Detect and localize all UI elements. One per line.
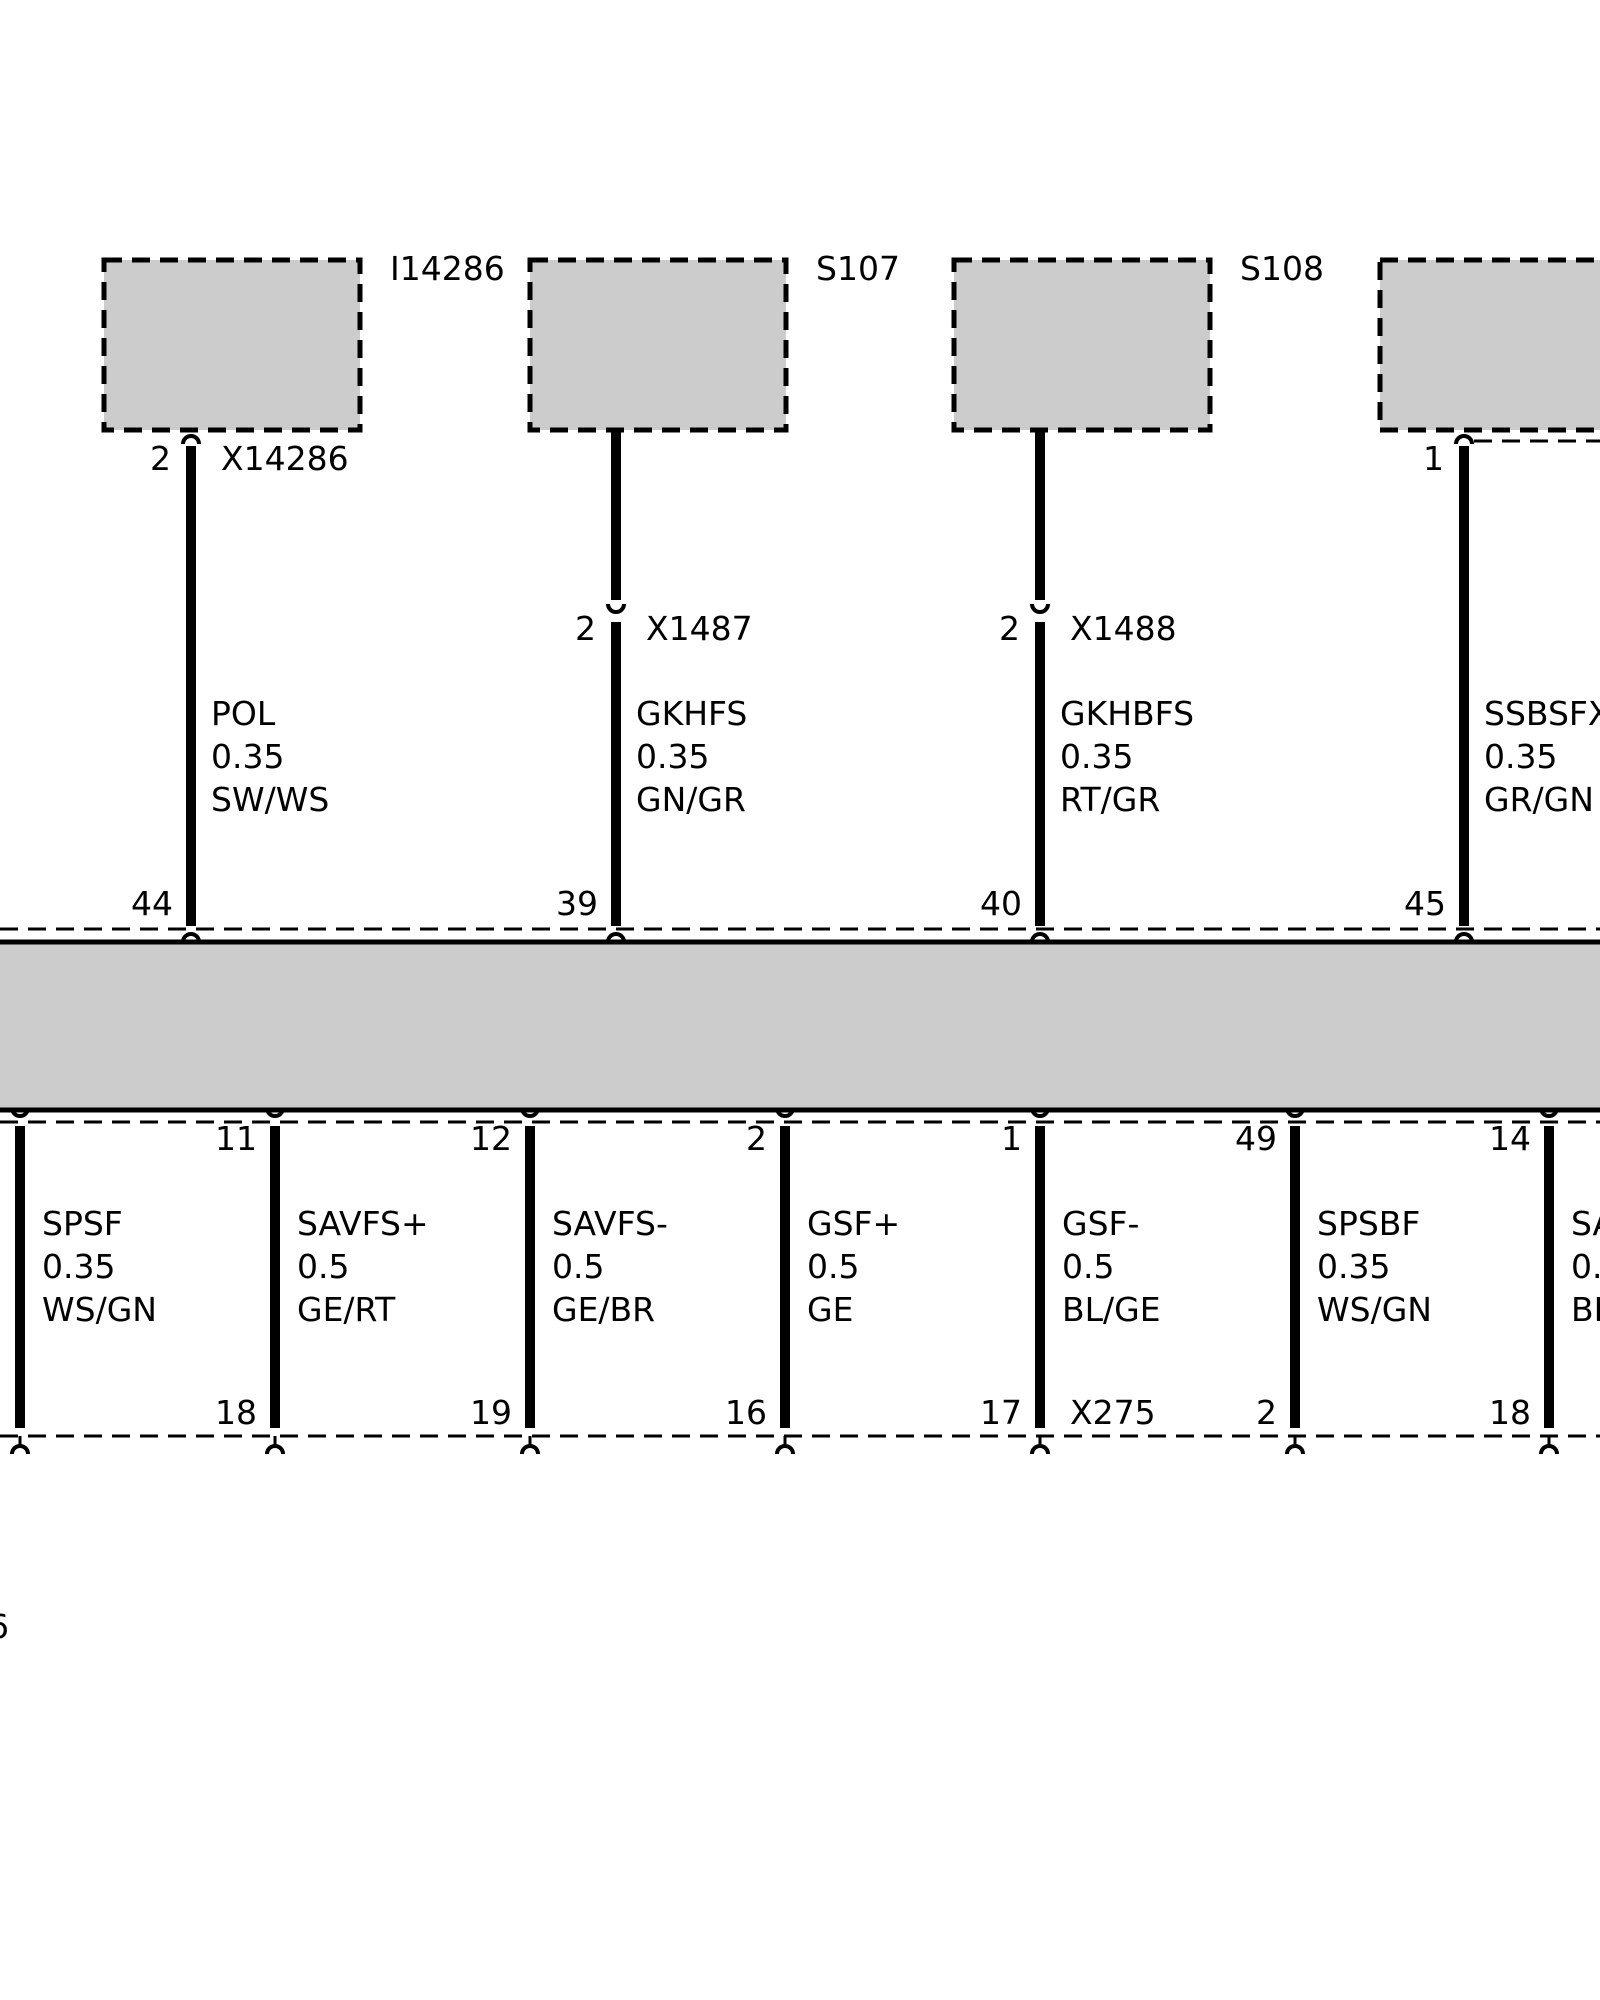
lower-connector-pin-mark (1539, 1444, 1559, 1455)
lower-connector-pin-mark (1030, 1444, 1050, 1455)
wire-name-label: SA (1571, 1204, 1600, 1243)
module-lower-pin-mark (1285, 1107, 1305, 1118)
component-box (1377, 257, 1600, 433)
wire-gauge-label: 0.35 (1317, 1247, 1390, 1286)
module-lower-pin-mark (10, 1107, 30, 1118)
lower-connector-pin-label: 18 (1489, 1393, 1531, 1432)
lower-connector-pin-label: 16 (725, 1393, 767, 1432)
component-id-label: I14286 (390, 249, 505, 288)
lower-connector-pin-label: 17 (980, 1393, 1022, 1432)
cropped-label: 6 (0, 1607, 9, 1646)
module-lower-pin-label: 14 (1489, 1119, 1531, 1158)
wire-name-label: GKHBFS (1060, 694, 1194, 733)
lower-connector-pin-label: 18 (215, 1393, 257, 1432)
component-pin-mark (181, 434, 201, 445)
wire-color-label: GR/GN (1484, 780, 1594, 819)
wire-gauge-label: 0. (1571, 1247, 1600, 1286)
module-pin-label: 40 (980, 884, 1022, 923)
wire-gauge-label: 0.35 (42, 1247, 115, 1286)
lower-connector-pin-label: 2 (1256, 1393, 1277, 1432)
wire-gauge-label: 0.35 (1484, 737, 1557, 776)
lower-connector-pin-label: 19 (470, 1393, 512, 1432)
wire-color-label: BL (1571, 1290, 1600, 1329)
inline-connector-label: X1487 (646, 609, 753, 648)
module-lower-pin-mark (265, 1107, 285, 1118)
wire-color-label: GE/RT (297, 1290, 396, 1329)
component-box (101, 257, 363, 433)
wire-color-label: BL/GE (1062, 1290, 1161, 1329)
module-pin-mark (181, 932, 201, 943)
wire-color-label: WS/GN (1317, 1290, 1432, 1329)
wire-color-label: WS/GN (42, 1290, 157, 1329)
module-lower-pin-label: 49 (1235, 1119, 1277, 1158)
wire-gauge-label: 0.5 (1062, 1247, 1114, 1286)
inline-connector-label: X1488 (1070, 609, 1177, 648)
module-lower-pin-mark (1030, 1107, 1050, 1118)
wire-gauge-label: 0.35 (636, 737, 709, 776)
lower-connector-pin-mark (775, 1444, 795, 1455)
wire-name-label: POL (211, 694, 276, 733)
lower-connector-label: X275 (1070, 1393, 1156, 1432)
wire-name-label: SAVFS- (552, 1204, 668, 1243)
lower-connector-pin-mark (1285, 1444, 1305, 1455)
wire-gauge-label: 0.35 (1060, 737, 1133, 776)
component-pin-label: 2 (150, 439, 171, 478)
component-pin-mark (1454, 434, 1474, 445)
inline-connector-pin-label: 2 (999, 609, 1020, 648)
module-lower-pin-mark (1539, 1107, 1559, 1118)
wire-color-label: GN/GR (636, 780, 746, 819)
wire-name-label: GSF- (1062, 1204, 1139, 1243)
wire-color-label: GE (807, 1290, 853, 1329)
lower-connector-pin-mark (10, 1444, 30, 1455)
wire-name-label: SPSF (42, 1204, 123, 1243)
wire-gauge-label: 0.35 (211, 737, 284, 776)
wire-gauge-label: 0.5 (297, 1247, 349, 1286)
module-pin-label: 39 (556, 884, 598, 923)
inline-connector-pin-mark (1030, 603, 1050, 614)
module-pin-mark (1030, 932, 1050, 943)
lines-layer (0, 257, 1600, 1455)
component-connector-label: X14286 (221, 439, 349, 478)
component-id-label: S107 (816, 249, 900, 288)
control-module-box (0, 939, 1600, 1113)
component-pin-label: 1 (1423, 439, 1444, 478)
lower-connector-pin-mark (265, 1444, 285, 1455)
wire-color-label: GE/BR (552, 1290, 655, 1329)
wire-name-label: SSBSFXY (1484, 694, 1600, 733)
wire-color-label: RT/GR (1060, 780, 1160, 819)
module-pin-mark (606, 932, 626, 943)
module-lower-pin-label: 1 (1001, 1119, 1022, 1158)
module-lower-pin-mark (775, 1107, 795, 1118)
inline-connector-pin-mark (606, 603, 626, 614)
module-lower-pin-mark (520, 1107, 540, 1118)
wire-name-label: SPSBF (1317, 1204, 1420, 1243)
module-lower-pin-label: 12 (470, 1119, 512, 1158)
module-lower-pin-label: 2 (746, 1119, 767, 1158)
wire-gauge-label: 0.5 (552, 1247, 604, 1286)
module-lower-pin-label: 11 (215, 1119, 257, 1158)
component-id-label: S108 (1240, 249, 1324, 288)
inline-connector-pin-label: 2 (575, 609, 596, 648)
component-box (951, 257, 1213, 433)
wire-name-label: SAVFS+ (297, 1204, 429, 1243)
module-pin-label: 44 (131, 884, 173, 923)
component-box (527, 257, 789, 433)
module-pin-label: 45 (1404, 884, 1446, 923)
wire-name-label: GSF+ (807, 1204, 900, 1243)
wire-color-label: SW/WS (211, 780, 329, 819)
wire-gauge-label: 0.5 (807, 1247, 859, 1286)
lower-connector-pin-mark (520, 1444, 540, 1455)
module-pin-mark (1454, 932, 1474, 943)
wire-name-label: GKHFS (636, 694, 747, 733)
